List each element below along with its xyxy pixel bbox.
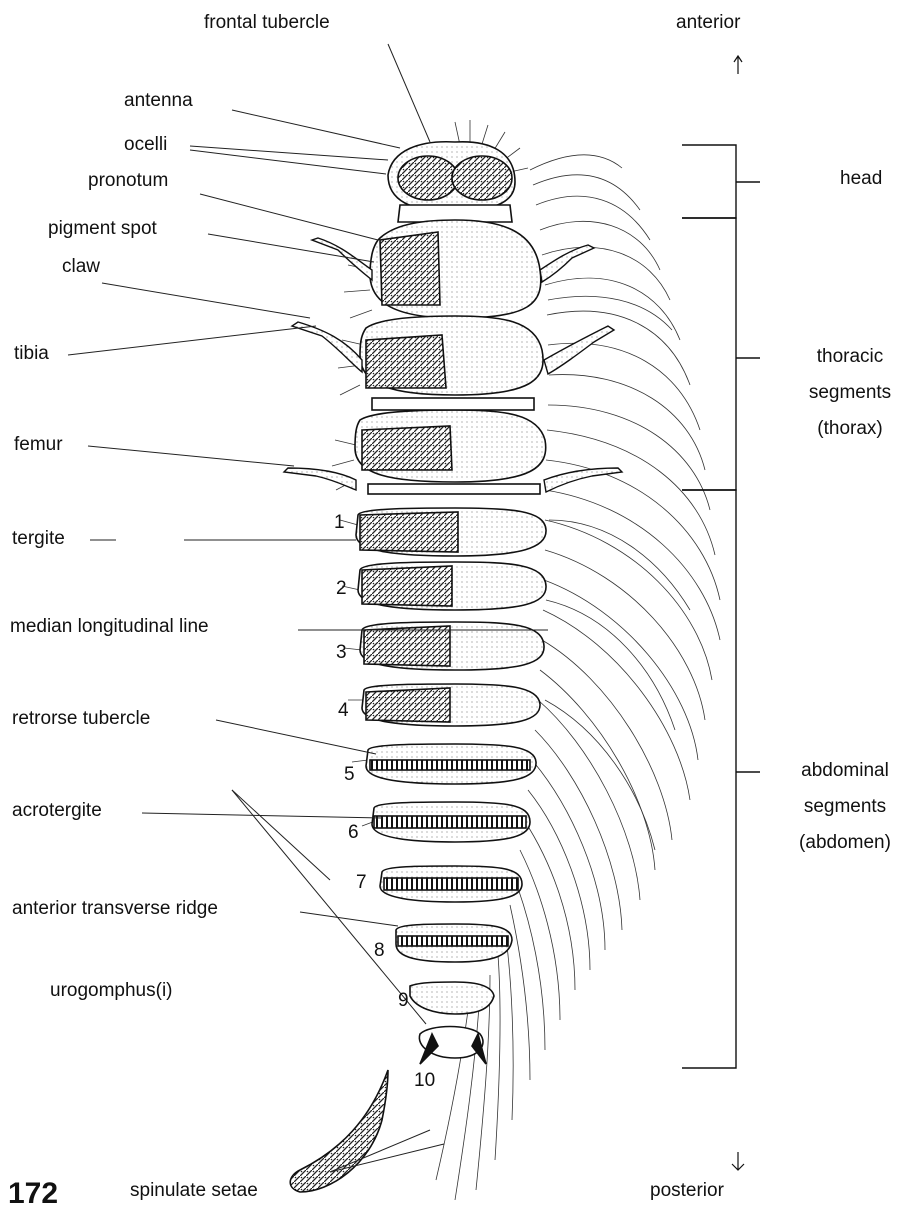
- segment-number-9: 9: [398, 990, 409, 1012]
- leg-left-3: [284, 468, 356, 490]
- label-thorax: (thorax): [790, 418, 910, 440]
- figure-number: 172: [8, 1178, 58, 1210]
- label-tibia: tibia: [14, 343, 49, 365]
- label-thoracic-segments: segments: [790, 382, 910, 404]
- larva-body: [290, 142, 546, 1192]
- label-antenna: antenna: [124, 90, 193, 112]
- label-urogomphus: urogomphus(i): [50, 980, 173, 1002]
- abdominal-segments: [356, 508, 546, 1058]
- leg-right-1: [540, 245, 594, 282]
- leg-right-3: [544, 468, 622, 492]
- pigment-spot-1: [380, 232, 440, 305]
- anterior-arrow-icon: [734, 56, 742, 74]
- segment-number-1: 1: [334, 512, 345, 534]
- label-abdominal-segments: segments: [776, 796, 914, 818]
- label-head: head: [840, 168, 882, 190]
- label-abdominal: abdominal: [776, 760, 914, 782]
- label-tergite: tergite: [12, 528, 65, 550]
- segment-number-6: 6: [348, 822, 359, 844]
- label-spinulate-setae: spinulate setae: [130, 1180, 258, 1202]
- segment-number-2: 2: [336, 578, 347, 600]
- segment-number-7: 7: [356, 872, 367, 894]
- leg-left-2: [292, 322, 362, 372]
- label-acrotergite: acrotergite: [12, 800, 102, 822]
- region-brackets: [682, 145, 760, 1068]
- urogomphus-detail: [290, 1070, 388, 1192]
- label-pronotum: pronotum: [88, 170, 168, 192]
- segment-number-4: 4: [338, 700, 349, 722]
- label-femur: femur: [14, 434, 63, 456]
- segment-number-8: 8: [374, 940, 385, 962]
- label-ocelli: ocelli: [124, 134, 167, 156]
- label-retrorse-tubercle: retrorse tubercle: [12, 708, 150, 730]
- eye-right: [452, 156, 512, 200]
- posterior-arrow-icon: [732, 1152, 744, 1170]
- segment-number-10: 10: [414, 1070, 435, 1092]
- label-abdomen: (abdomen): [776, 832, 914, 854]
- segment-number-5: 5: [344, 764, 355, 786]
- eye-left: [398, 156, 458, 200]
- leg-left-1: [312, 238, 372, 280]
- orientation-arrows: [732, 56, 744, 1170]
- segment-number-3: 3: [336, 642, 347, 664]
- label-claw: claw: [62, 256, 100, 278]
- label-anterior: anterior: [676, 12, 740, 34]
- label-thoracic: thoracic: [790, 346, 910, 368]
- label-frontal-tubercle: frontal tubercle: [204, 12, 330, 34]
- label-posterior: posterior: [650, 1180, 724, 1202]
- label-median-longitudinal-line: median longitudinal line: [10, 616, 209, 638]
- leg-right-2: [544, 326, 614, 374]
- label-pigment-spot: pigment spot: [48, 218, 157, 240]
- label-anterior-transverse-ridge: anterior transverse ridge: [12, 898, 218, 920]
